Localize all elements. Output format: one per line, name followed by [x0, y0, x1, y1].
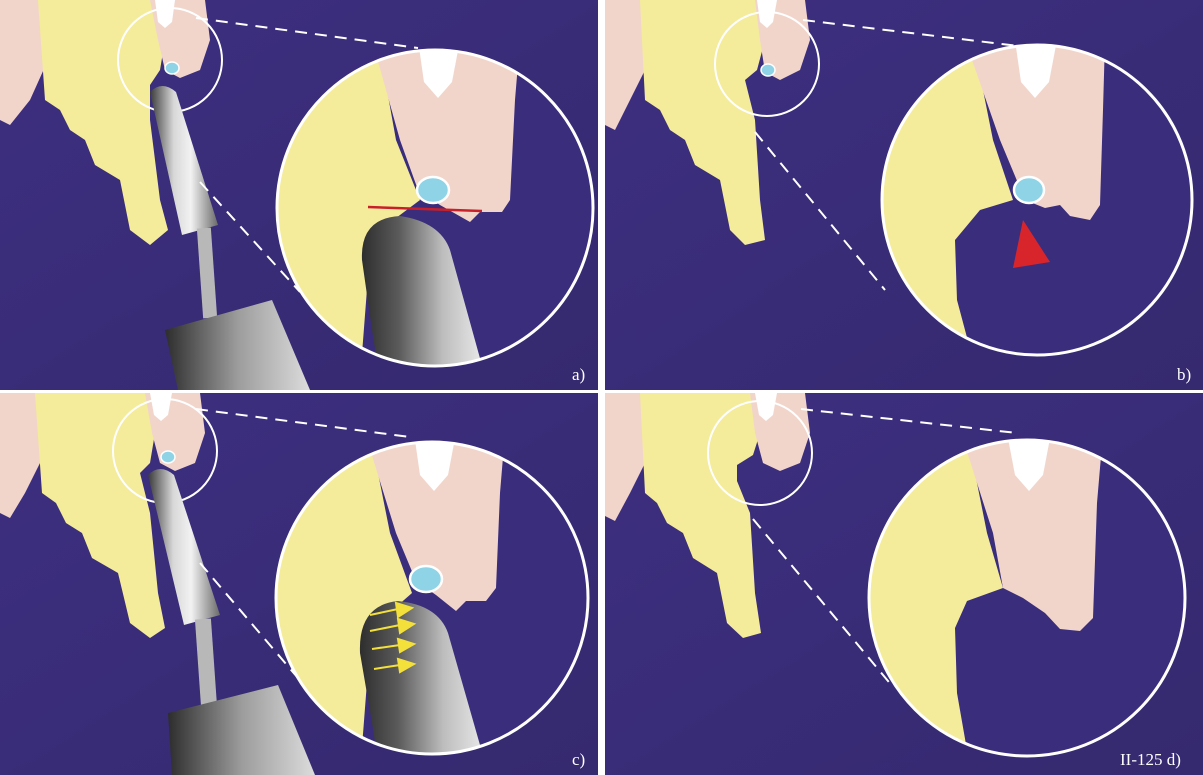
panel-label: c): [572, 751, 585, 768]
panel-label: II-125 d): [1120, 751, 1181, 768]
panel-a-illustration: [0, 0, 598, 390]
panel-d: II-125 d): [605, 393, 1203, 775]
panel-label: a): [572, 366, 585, 383]
panel-b: b): [605, 0, 1203, 390]
panel-d-illustration: [605, 393, 1203, 775]
cyst-magnified: [1014, 177, 1044, 203]
panel-a: a): [0, 0, 598, 390]
panel-c-illustration: [0, 393, 598, 775]
panel-c: c): [0, 393, 598, 775]
cyst-small: [165, 62, 179, 74]
cyst-magnified: [410, 566, 442, 592]
panel-b-illustration: [605, 0, 1203, 390]
cyst-magnified: [417, 177, 449, 203]
cyst-small: [761, 64, 775, 76]
panel-label: b): [1177, 366, 1191, 383]
cyst-small: [161, 451, 175, 463]
